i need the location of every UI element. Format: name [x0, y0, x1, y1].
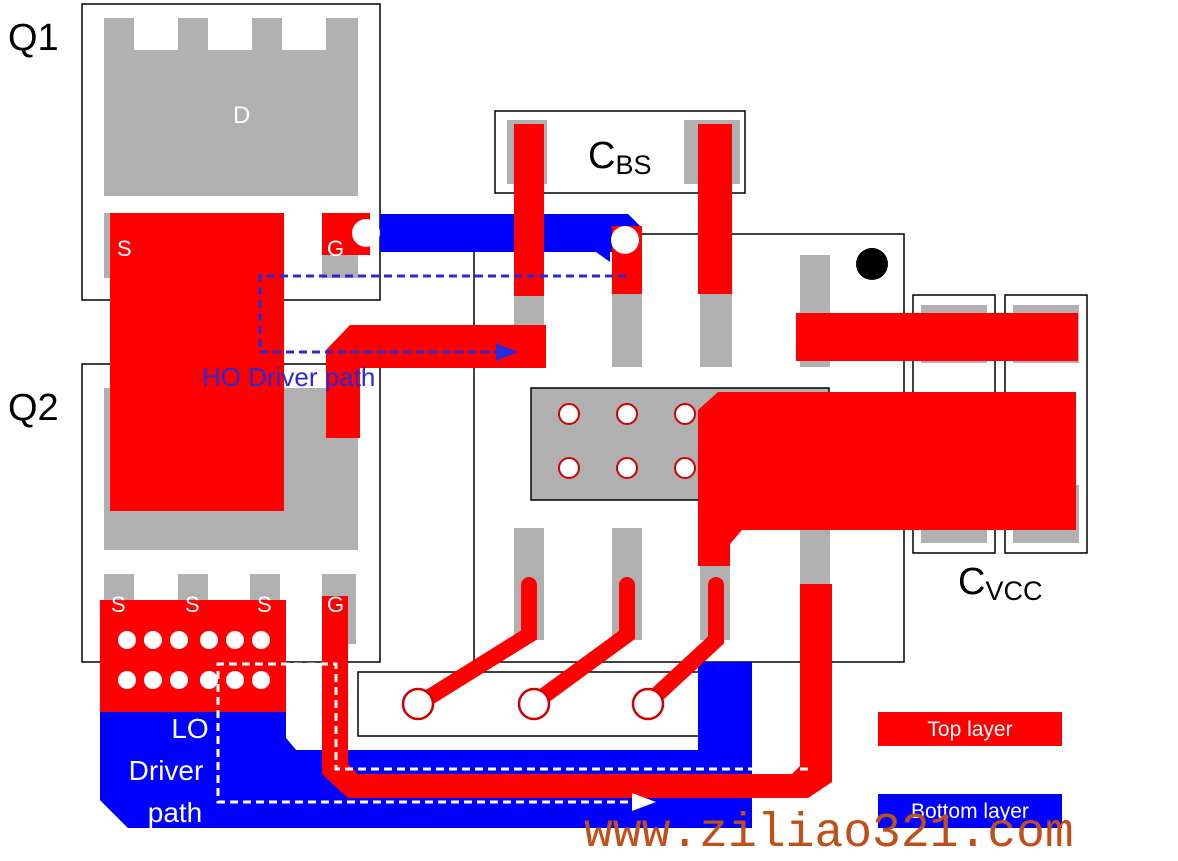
via-source [118, 671, 136, 689]
bottom-trace-ho-gate-overlay [380, 214, 642, 262]
q2-label: Q2 [8, 387, 59, 429]
via-source [200, 631, 218, 649]
legend-bottom-layer-label: Bottom layer [911, 800, 1029, 823]
q1-drain-label: D [233, 102, 250, 129]
ho-driver-path-arrow [258, 274, 626, 361]
via-resistor-3 [631, 687, 665, 721]
q1-source-switch-node [110, 213, 284, 511]
via-resistor-1 [401, 687, 435, 721]
via-thermal [674, 457, 696, 479]
via-source [226, 671, 244, 689]
q2-source-pour [100, 600, 286, 712]
via-thermal [674, 403, 696, 425]
vcc-bar [796, 313, 1078, 361]
watermark: www.ziliao321.com [584, 807, 1074, 861]
ho-driver-path-label: HO Driver path [202, 362, 375, 392]
lo-path-line-3: path [148, 797, 203, 828]
cvcc-label: CVCC [958, 561, 1042, 606]
vias [118, 219, 696, 721]
lo-driver-path-label: LO Driver path [129, 713, 209, 828]
q2-gate-label: G [327, 592, 344, 617]
legend-bottom-layer-swatch [878, 794, 1062, 828]
lo-path-line-1: LO [171, 713, 208, 744]
resistor-lead-1 [412, 577, 537, 711]
cbs-label: CBS [588, 135, 651, 180]
q1-gate-label: G [327, 236, 344, 261]
q1-label: Q1 [8, 17, 59, 59]
cbs-right-trace [698, 124, 732, 294]
cbs-left-trace [514, 124, 544, 296]
q1-source-label: S [117, 236, 132, 261]
via-resistor-2 [517, 687, 551, 721]
ic-pin1-marker [856, 248, 888, 280]
top-layer-traces [100, 124, 1078, 798]
via-source [170, 671, 188, 689]
legend: Top layer Bottom layer [878, 712, 1062, 828]
legend-top-layer-label: Top layer [927, 718, 1012, 741]
q1-drain-pad [104, 18, 358, 196]
legend-top-layer-swatch [878, 712, 1062, 746]
q2-source-label-3: S [257, 592, 272, 617]
lo-gate-trace [322, 584, 832, 798]
via-source [252, 671, 270, 689]
via-source [226, 631, 244, 649]
resistor-lead-2 [526, 577, 635, 711]
resistor-lead-3 [640, 577, 724, 711]
via-source [252, 631, 270, 649]
q2-source-label-2: S [185, 592, 200, 617]
lo-driver-path-arrow [216, 662, 808, 811]
q2-source-label-1: S [111, 592, 126, 617]
via-source [170, 631, 188, 649]
gnd-pour [698, 392, 1076, 566]
via-source [144, 631, 162, 649]
via-source [200, 671, 218, 689]
via-source [118, 631, 136, 649]
via-thermal [558, 403, 580, 425]
via-q1-gate [352, 219, 380, 247]
via-thermal [558, 457, 580, 479]
via-thermal [616, 457, 638, 479]
q2-source-vias [118, 631, 270, 689]
lo-path-line-2: Driver [129, 755, 204, 786]
via-thermal [616, 403, 638, 425]
via-source [144, 671, 162, 689]
via-ic-ho [611, 226, 639, 254]
